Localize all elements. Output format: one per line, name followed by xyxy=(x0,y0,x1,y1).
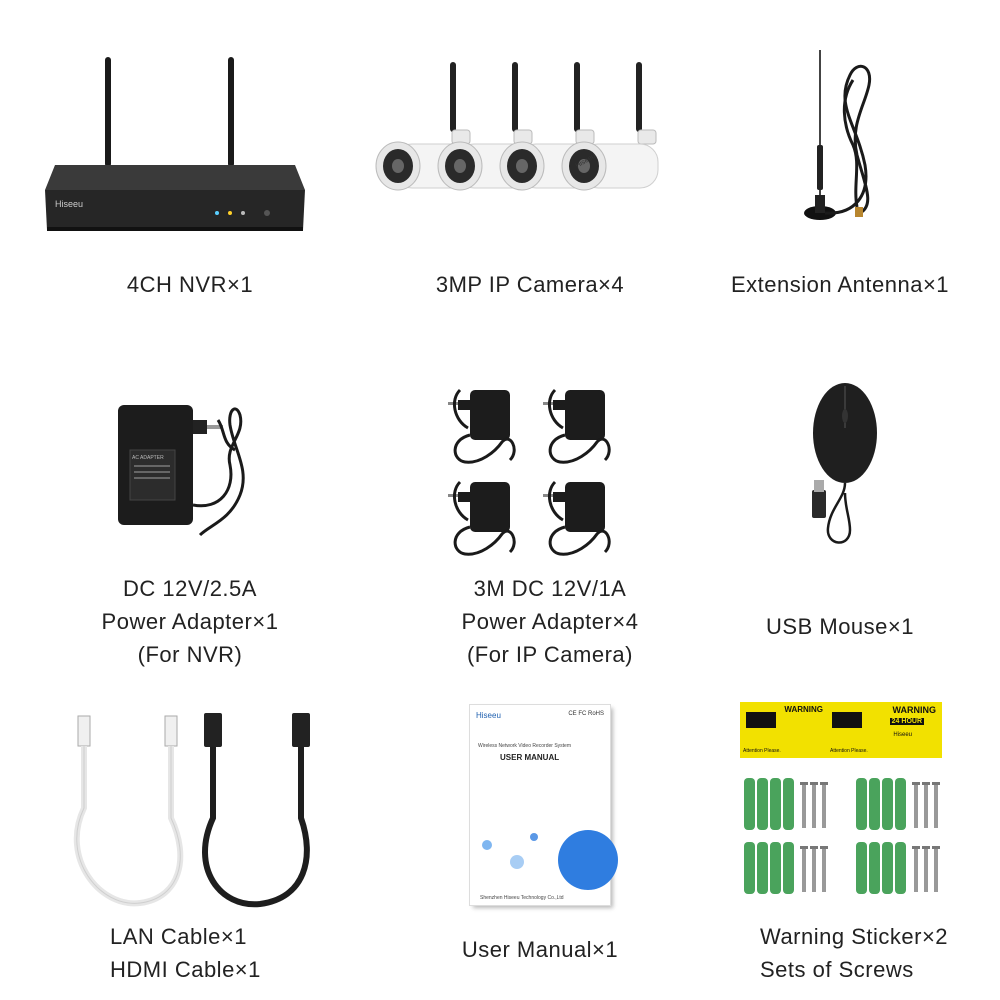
manual-subtitle: Wireless Network Video Recorder System xyxy=(478,743,571,749)
screws-image xyxy=(744,778,940,894)
sticker-brand: Hiseeu xyxy=(893,732,912,738)
mouse-caption: USB Mouse×1 xyxy=(766,614,914,639)
nvr-caption: 4CH NVR×1 xyxy=(126,272,254,297)
manual-blue-circle xyxy=(558,830,618,890)
manual-dot xyxy=(482,840,492,850)
nvr-adapter-image: AC ADAPTER xyxy=(118,405,245,537)
manual-footer: Shenzhen Hiseeu Technology Co.,Ltd xyxy=(480,895,564,901)
manual-dot xyxy=(530,833,538,841)
nvr-logo: Hiseeu xyxy=(55,199,83,209)
manual-title: USER MANUAL xyxy=(500,753,560,762)
sticker-title: WARNING xyxy=(784,705,823,714)
sticker-camera-icon xyxy=(746,712,776,728)
antenna-caption: Extension Antenna×1 xyxy=(730,272,950,297)
camera-image: Hiseeu xyxy=(375,61,659,191)
sticker-note: Attention Please. xyxy=(743,748,781,754)
manual-image: Hiseeu CE FC RoHS Wireless Network Video… xyxy=(470,705,618,905)
antenna-image xyxy=(804,50,872,220)
manual-marks: CE FC RoHS xyxy=(568,711,604,717)
sticker-title: WARNING xyxy=(892,705,937,715)
stickers-caption: Warning Sticker×2 Sets of Screws xyxy=(760,924,949,982)
manual-caption: User Manual×1 xyxy=(461,937,619,962)
sticker-hours: 24 HOUR xyxy=(889,718,924,725)
camera-adapter-caption: 3M DC 12V/1A Power Adapter×4 (For IP Cam… xyxy=(461,576,639,667)
nvr-adapter-caption: DC 12V/2.5A Power Adapter×1 (For NVR) xyxy=(101,576,279,667)
sticker-camera-icon xyxy=(832,712,862,728)
nvr-image: Hiseeu xyxy=(45,57,305,231)
manual-brand: Hiseeu xyxy=(476,711,501,720)
warning-sticker: WARNING 24 HOUR Hiseeu Attention Please. xyxy=(826,702,942,758)
camera-adapter-image xyxy=(446,388,611,556)
manual-dot xyxy=(510,855,524,869)
nvr-adapter-label: AC ADAPTER xyxy=(132,455,164,461)
camera-caption: 3MP IP Camera×4 xyxy=(435,272,625,297)
cables-caption: LAN Cable×1 HDMI Cable×1 xyxy=(110,924,261,982)
sticker-note: Attention Please. xyxy=(830,748,868,754)
cables-image xyxy=(73,713,310,908)
warning-sticker: WARNING Attention Please. xyxy=(740,702,826,758)
mouse-image xyxy=(812,383,877,544)
